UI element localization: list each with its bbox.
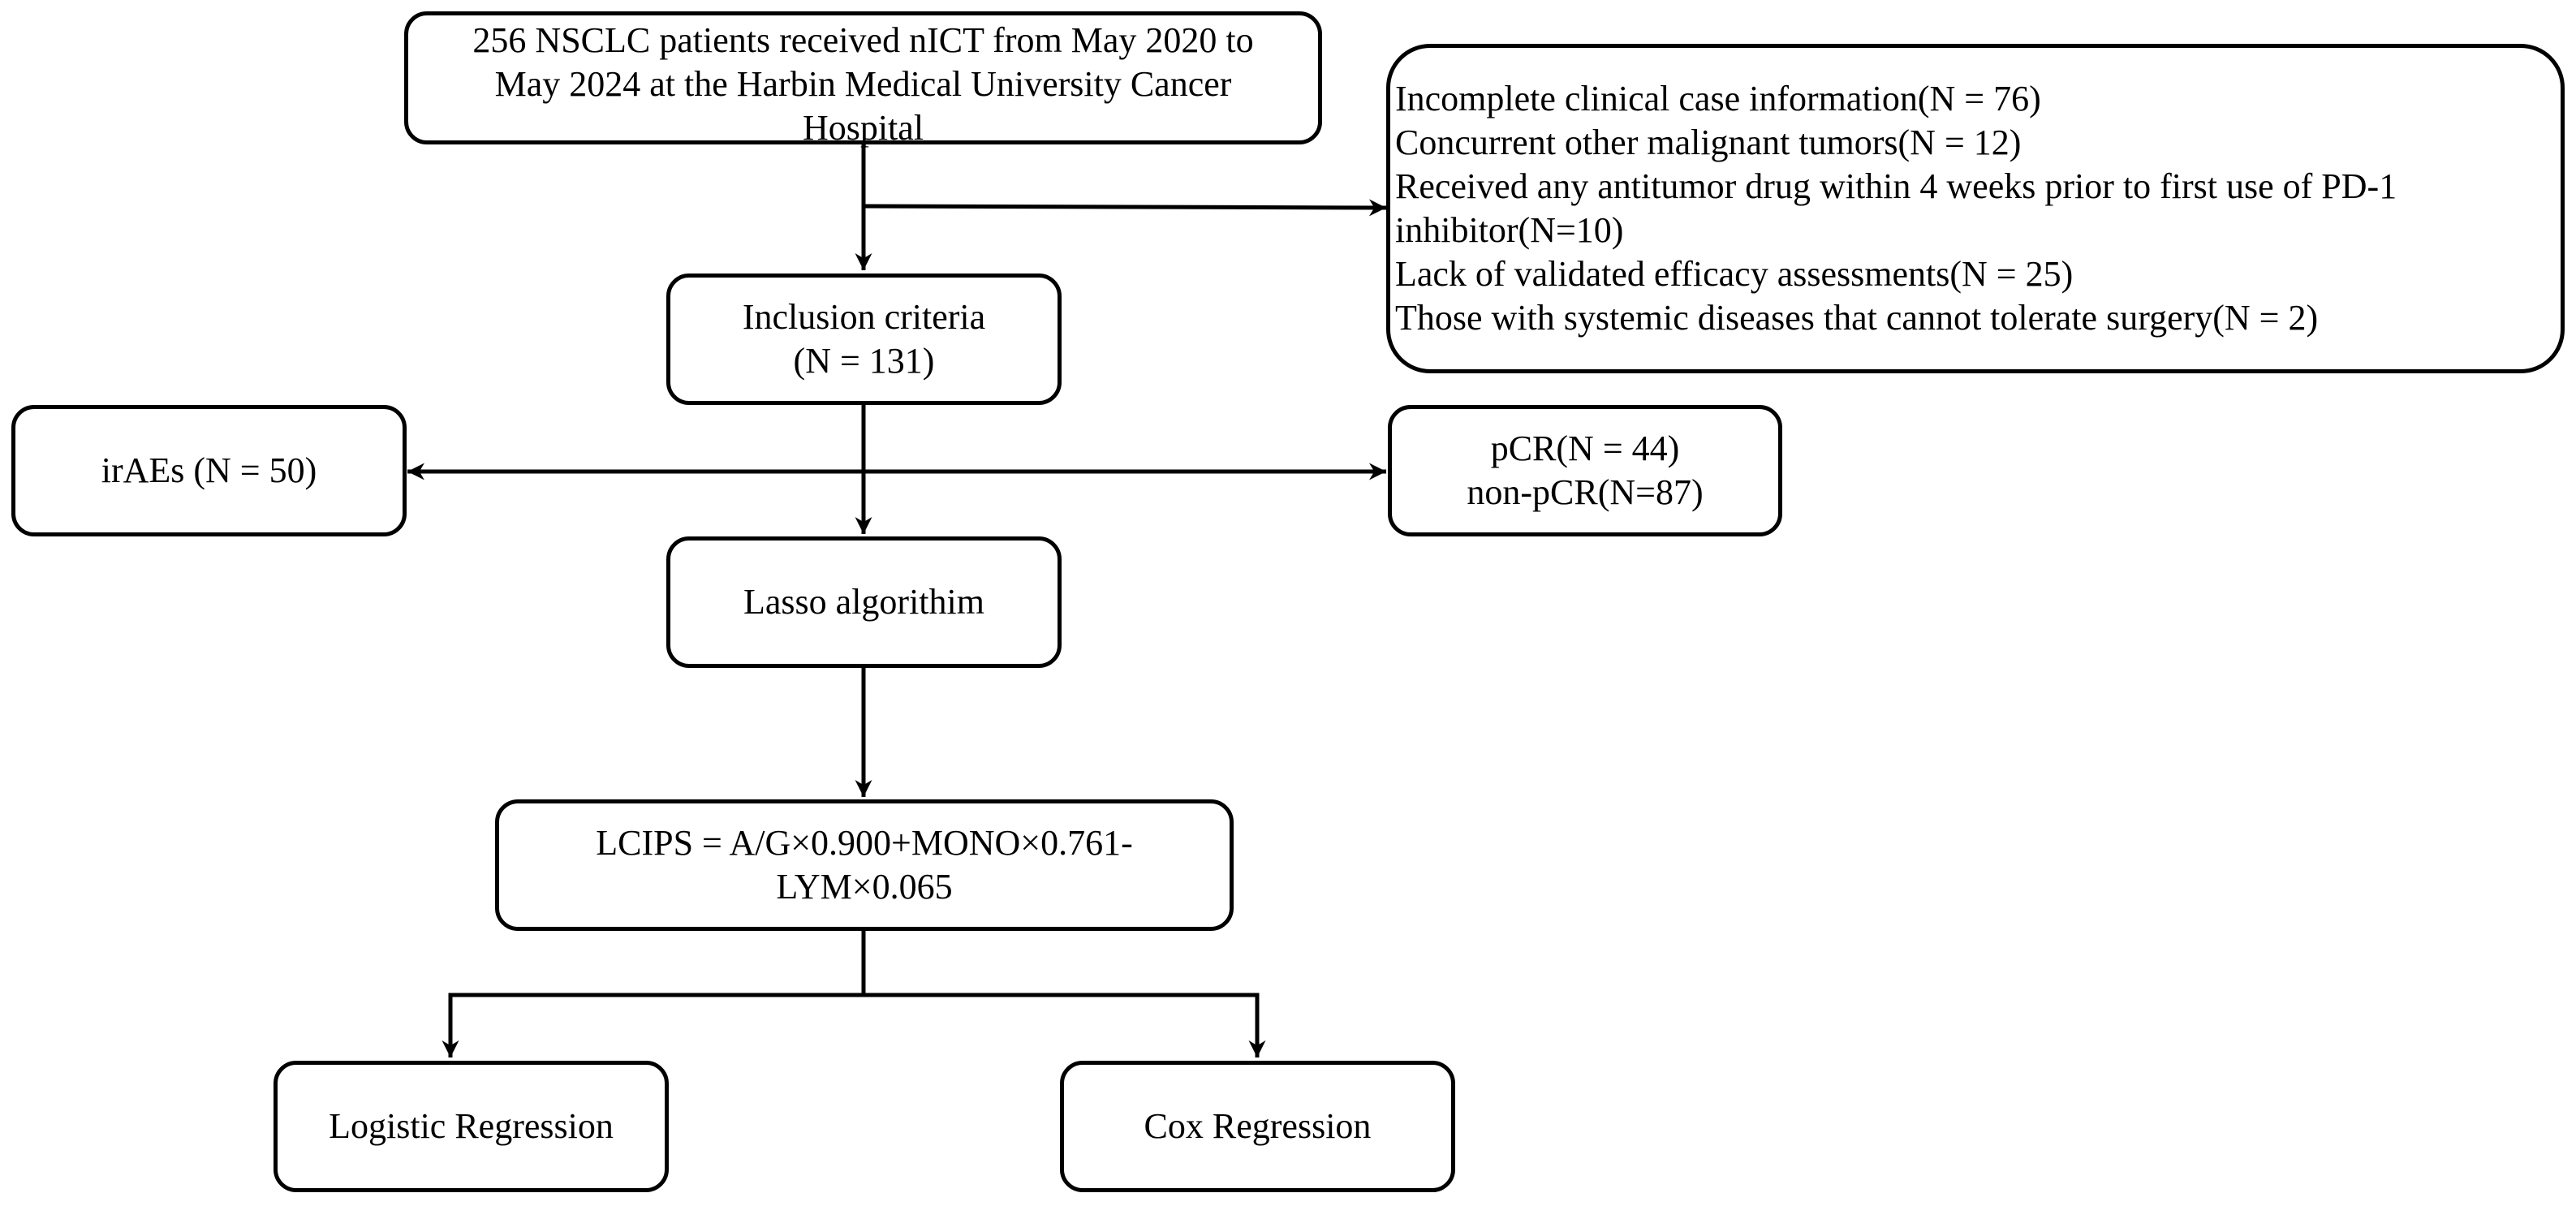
lcips-line-2: LYM×0.065 (776, 867, 953, 907)
exclusion-line-1: Incomplete clinical case information(N =… (1395, 79, 2041, 118)
exclusion-line-3: Received any antitumor drug within 4 wee… (1395, 166, 2397, 206)
iraes-label: irAEs (N = 50) (101, 450, 317, 490)
logistic-regression-box: Logistic Regression (274, 1061, 669, 1192)
inclusion-line-1: Inclusion criteria (742, 297, 986, 337)
cox-regression-box: Cox Regression (1060, 1061, 1455, 1192)
exclusion-line-6: Those with systemic diseases that cannot… (1395, 298, 2319, 338)
lasso-label: Lasso algorithim (743, 582, 984, 622)
logistic-label: Logistic Regression (329, 1106, 614, 1146)
cox-label: Cox Regression (1144, 1106, 1372, 1146)
arrow-lcips-to-logistic (442, 930, 866, 1057)
arrow-lcips-to-cox (864, 993, 1266, 1057)
source-line-2: May 2024 at the Harbin Medical Universit… (494, 64, 1232, 104)
source-line-3: Hospital (802, 108, 924, 148)
pcr-line-1: pCR(N = 44) (1490, 429, 1680, 468)
iraes-box: irAEs (N = 50) (11, 405, 407, 536)
source-line-1: 256 NSCLC patients received nICT from Ma… (472, 20, 1254, 60)
lcips-line-1: LCIPS = A/G×0.900+MONO×0.761- (596, 823, 1133, 863)
lasso-box: Lasso algorithim (666, 536, 1062, 668)
inclusion-criteria-box: Inclusion criteria (N = 131) (666, 274, 1062, 405)
lcips-formula-box: LCIPS = A/G×0.900+MONO×0.761- LYM×0.065 (495, 799, 1234, 931)
arrow-source-to-exclusion (863, 199, 1387, 217)
inclusion-line-2: (N = 131) (793, 341, 935, 381)
pcr-line-2: non-pCR(N=87) (1467, 472, 1704, 512)
exclusion-line-2: Concurrent other malignant tumors(N = 12… (1395, 123, 2022, 162)
exclusion-line-5: Lack of validated efficacy assessments(N… (1395, 254, 2074, 294)
exclusion-line-4: inhibitor(N=10) (1395, 210, 1624, 250)
exclusion-criteria-box: Incomplete clinical case information(N =… (1386, 44, 2565, 373)
source-population-box: 256 NSCLC patients received nICT from Ma… (404, 11, 1322, 148)
pcr-box: pCR(N = 44) non-pCR(N=87) (1388, 405, 1782, 536)
